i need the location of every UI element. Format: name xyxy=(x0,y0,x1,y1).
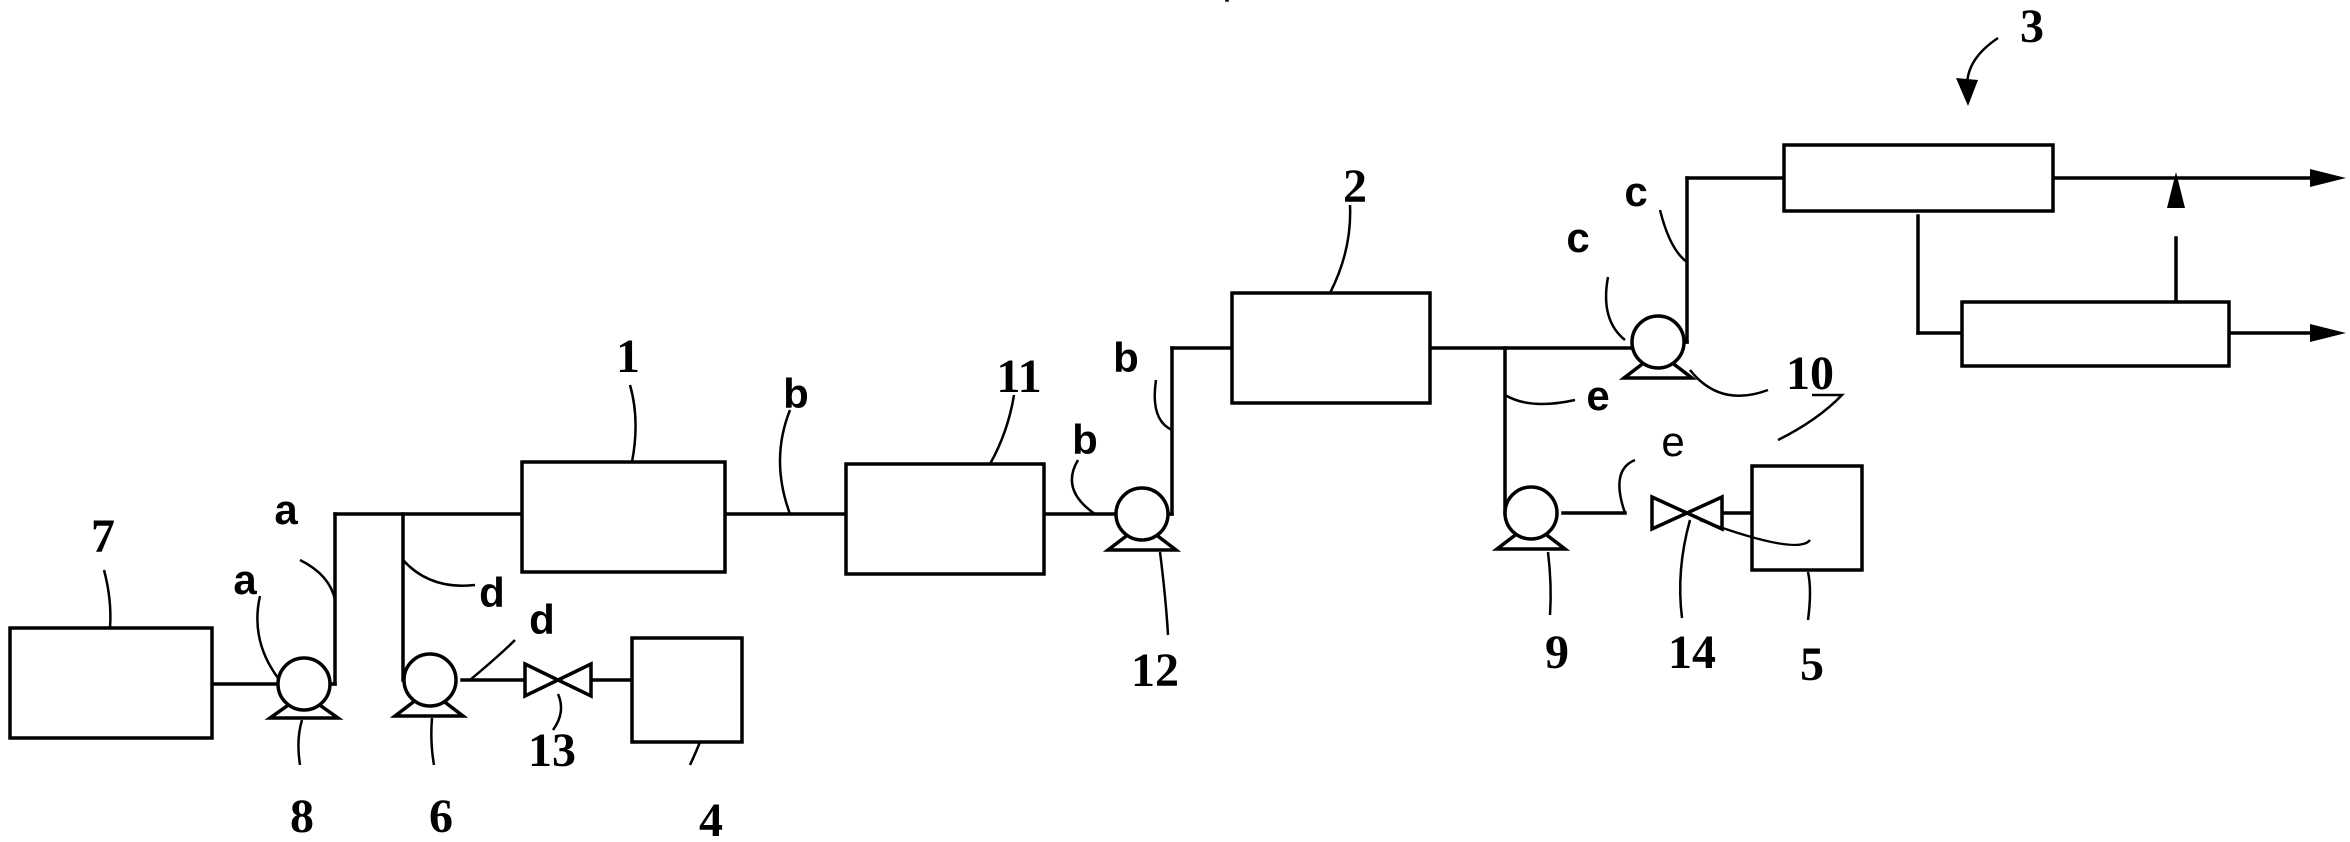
label-unit-11: 11 xyxy=(996,350,1041,403)
label-unit-1: 1 xyxy=(616,330,640,383)
unit-11-vessel xyxy=(844,462,1046,576)
label-line-b-1: b xyxy=(783,370,809,417)
pump-12 xyxy=(1102,486,1182,552)
recycle-arrow-up xyxy=(2167,172,2185,208)
label-line-b-3: b xyxy=(1113,334,1139,381)
unit-2-vessel xyxy=(1230,291,1432,405)
label-unit-4: 4 xyxy=(699,794,723,842)
label-pump-8: 8 xyxy=(290,790,314,842)
pipe-line-d xyxy=(401,512,634,682)
label-line-d-2: d xyxy=(529,596,555,643)
pump-9 xyxy=(1491,485,1571,551)
unit-1-reactor xyxy=(520,460,727,574)
unit-5-tank xyxy=(1750,464,1864,572)
pipe-line-b xyxy=(723,346,1234,516)
valve-13 xyxy=(523,661,593,699)
label-valve-14: 14 xyxy=(1668,626,1716,679)
label-line-a-1: a xyxy=(233,556,257,603)
label-line-c-1: c xyxy=(1624,168,1647,215)
label-valve-13: 13 xyxy=(528,724,576,777)
label-unit-7: 7 xyxy=(91,510,115,563)
outlet-arrow-upper xyxy=(2310,169,2346,187)
pump-10 xyxy=(1618,314,1698,380)
pump-6 xyxy=(389,652,469,718)
unit-7-tank xyxy=(8,626,214,740)
label-line-a-2: a xyxy=(274,486,298,533)
label-line-c-2: c xyxy=(1566,214,1589,261)
label-pump-10: 10 xyxy=(1786,347,1834,400)
label-pump-9: 9 xyxy=(1545,626,1569,679)
label-pump-12: 12 xyxy=(1131,644,1179,697)
label-unit-3: 3 xyxy=(2020,0,2044,53)
outlet-arrow-lower xyxy=(2310,324,2346,342)
label-unit-5: 5 xyxy=(1800,638,1824,691)
unit-3-outlet-lines xyxy=(1225,0,2346,342)
label-pump-6: 6 xyxy=(429,790,453,842)
unit-3-upper-column xyxy=(1782,143,2055,213)
valve-14 xyxy=(1650,494,1724,532)
pipe-line-c xyxy=(1428,176,1786,350)
label-line-b-2: b xyxy=(1072,416,1098,463)
label-unit-2: 2 xyxy=(1343,160,1367,213)
label-line-e-1: e xyxy=(1586,372,1609,419)
pump-8 xyxy=(264,656,344,720)
label-line-d-1: d xyxy=(479,569,505,616)
unit-4-tank xyxy=(630,636,744,744)
unit-3-lower-column xyxy=(1960,300,2231,368)
leader-lines xyxy=(102,36,1999,766)
label-line-e-2: e xyxy=(1661,418,1684,465)
